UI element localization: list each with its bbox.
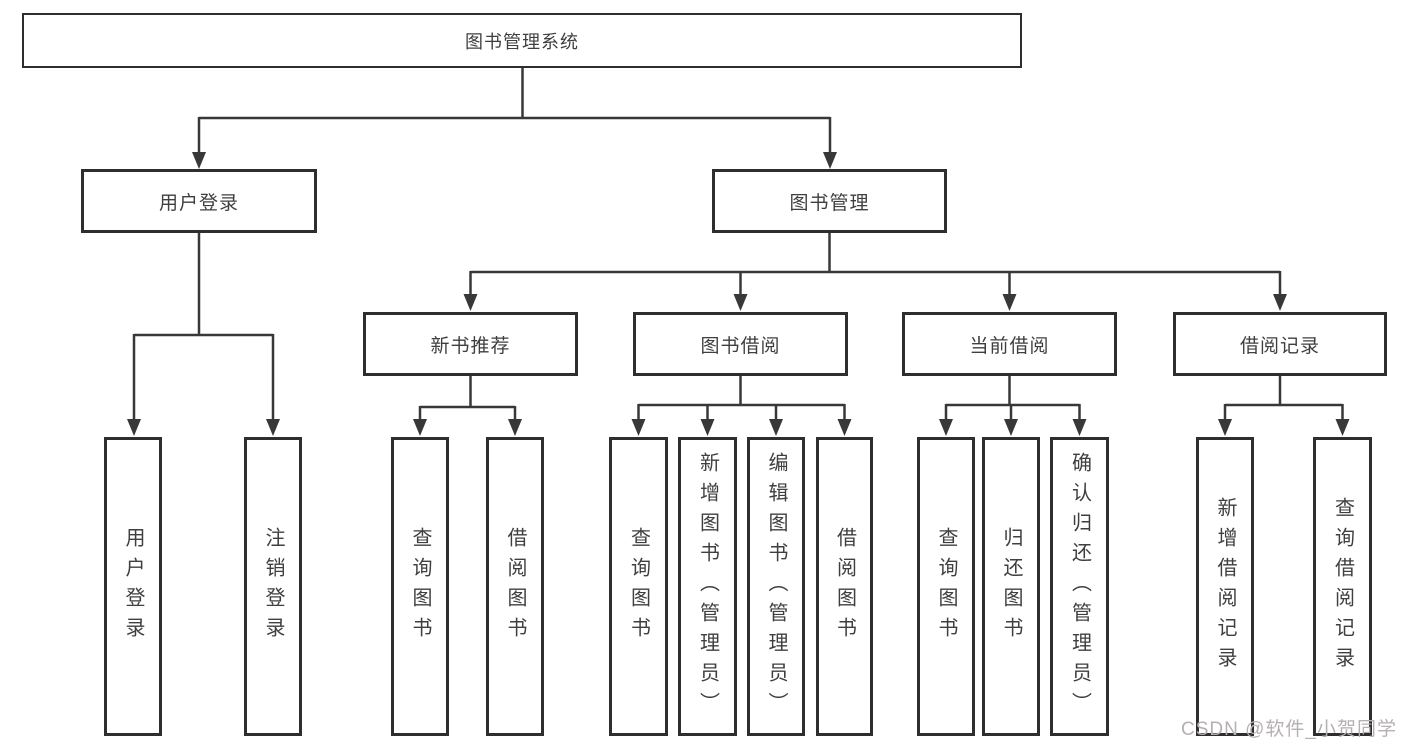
leaf-label: 新增图书（管理员） — [696, 451, 719, 722]
node-label: 当前借阅 — [969, 335, 1050, 357]
leaf-label: 查询图书 — [935, 526, 957, 647]
leaf-label: 查询借阅记录 — [1331, 496, 1354, 677]
leaf-records-add-record: 新增借阅记录 — [1196, 437, 1254, 736]
leaf-current-return-book: 归还图书 — [982, 437, 1040, 736]
node-label: 图书管理系统 — [465, 31, 579, 52]
leaf-label: 新增借阅记录 — [1214, 496, 1236, 677]
node-library-management-system: 图书管理系统 — [22, 13, 1022, 68]
node-book-management: 图书管理 — [712, 169, 947, 233]
node-user-login: 用户登录 — [81, 169, 317, 233]
leaf-label: 借阅图书 — [504, 526, 526, 647]
leaf-user-login: 用户登录 — [104, 437, 162, 736]
leaf-label: 借阅图书 — [833, 526, 856, 647]
leaf-borrow-query-book: 查询图书 — [609, 437, 668, 736]
leaf-label: 查询图书 — [409, 526, 431, 647]
leaf-borrow-borrow-book: 借阅图书 — [816, 437, 873, 736]
leaf-current-query-book: 查询图书 — [917, 437, 975, 736]
leaf-records-query-record: 查询借阅记录 — [1313, 437, 1372, 736]
node-new-book-recommendation: 新书推荐 — [363, 312, 578, 376]
node-borrowing-records: 借阅记录 — [1173, 312, 1387, 376]
node-book-borrowing: 图书借阅 — [633, 312, 848, 376]
node-label: 新书推荐 — [430, 335, 511, 357]
leaf-label: 查询图书 — [627, 526, 650, 647]
leaf-borrow-edit-book-admin: 编辑图书（管理员） — [747, 437, 805, 736]
leaf-label: 确认归还（管理员） — [1068, 451, 1091, 722]
node-current-borrowing: 当前借阅 — [902, 312, 1117, 376]
node-label: 图书借阅 — [700, 335, 781, 357]
leaf-current-confirm-return-admin: 确认归还（管理员） — [1050, 437, 1109, 736]
leaf-logout: 注销登录 — [244, 437, 302, 736]
leaf-borrow-add-book-admin: 新增图书（管理员） — [678, 437, 737, 736]
leaf-label: 归还图书 — [1000, 526, 1022, 647]
node-label: 图书管理 — [789, 192, 870, 214]
csdn-watermark: CSDN @软件_小贺同学 — [1181, 719, 1397, 740]
leaf-label: 编辑图书（管理员） — [765, 451, 787, 722]
leaf-label: 注销登录 — [262, 526, 284, 647]
leaf-label: 用户登录 — [122, 526, 144, 647]
node-label: 借阅记录 — [1239, 335, 1320, 357]
leaf-newbooks-borrow-book: 借阅图书 — [486, 437, 544, 736]
leaf-newbooks-query-book: 查询图书 — [391, 437, 449, 736]
node-label: 用户登录 — [158, 192, 239, 214]
